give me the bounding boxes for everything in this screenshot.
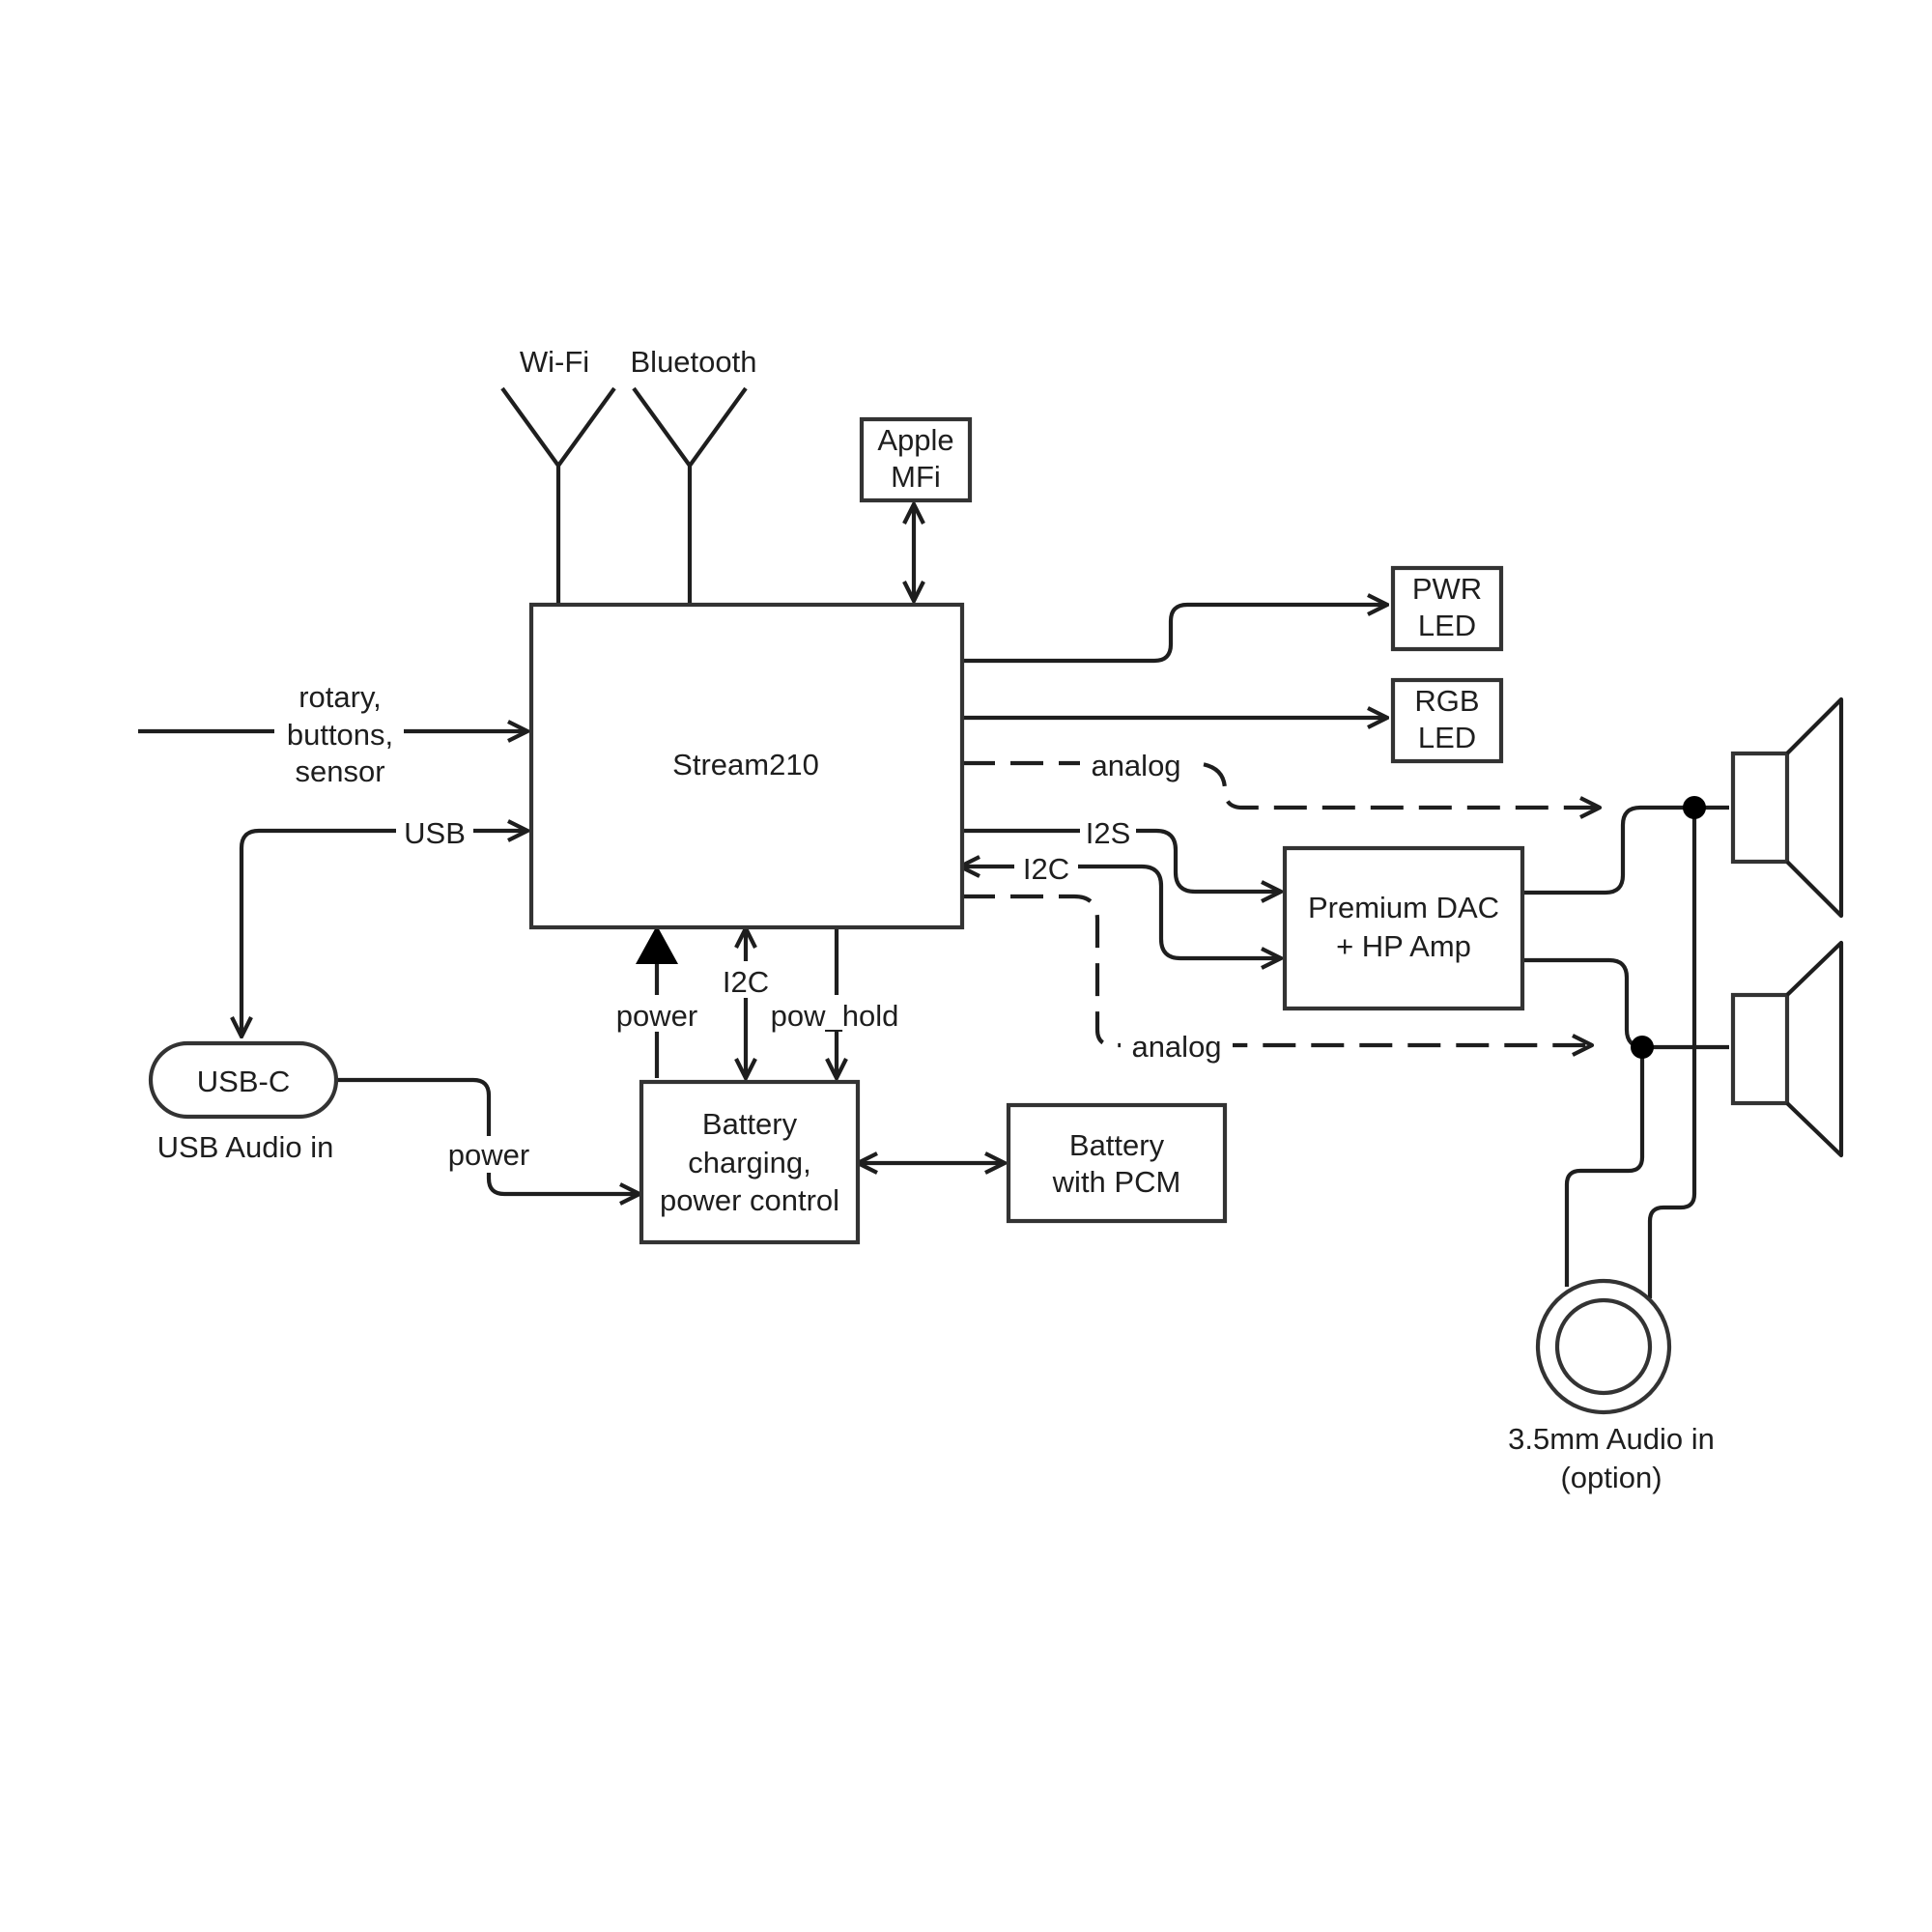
battery-control-label-line1: Battery: [702, 1107, 798, 1141]
audio-jack-icon: [1535, 1278, 1672, 1415]
pwr-led-label-line2: LED: [1418, 609, 1476, 642]
usb-signal-label: USB: [404, 816, 466, 850]
wifi-antenna-icon: [500, 386, 616, 603]
apple-mfi-label-line1: Apple: [877, 423, 953, 457]
wifi-label: Wi-Fi: [520, 345, 589, 379]
usb-power-label: power: [448, 1138, 529, 1172]
power-up-label: power: [616, 999, 697, 1033]
apple-mfi-label-line2: MFi: [891, 460, 941, 494]
usb-c-connector: USB-C: [148, 1040, 339, 1120]
dac-to-speaker-2-link: [1522, 957, 1729, 1050]
controls-label-line2: buttons,: [287, 718, 393, 752]
i2c-dac-label: I2C: [1023, 852, 1069, 886]
analog-bottom-link: [962, 894, 1592, 1048]
junction-dot: [1631, 1036, 1654, 1059]
jack-wire-1: [1647, 808, 1697, 1298]
controls-label-line3: sensor: [295, 754, 384, 788]
analog-bottom-label: analog: [1131, 1030, 1221, 1064]
i2c-dac-link: [960, 867, 1281, 958]
stream210-block: Stream210: [528, 602, 965, 930]
battery-control-block: Battery charging, power control: [639, 1079, 861, 1245]
analog-top-arrowhead: [1579, 796, 1603, 819]
analog-top-link: [962, 760, 1599, 810]
usb-link: [242, 831, 527, 1037]
rgb-led-label-line2: LED: [1418, 721, 1476, 754]
rgb-led-label-line1: RGB: [1414, 684, 1479, 718]
controls-label-line1: rotary,: [298, 680, 382, 714]
analog-bottom-arrowhead: [1572, 1034, 1595, 1057]
rgb-led-block: RGB LED: [1390, 677, 1504, 764]
usb-c-label: USB-C: [197, 1065, 290, 1098]
dac-label-line1: Premium DAC: [1308, 891, 1499, 924]
pwr-led-block: PWR LED: [1390, 565, 1504, 652]
usb-audio-caption: USB Audio in: [157, 1130, 334, 1164]
battery-pcm-label-line1: Battery: [1069, 1128, 1165, 1162]
jack-caption-line1: 3.5mm Audio in: [1508, 1422, 1715, 1456]
speaker-icon: [1730, 940, 1844, 1158]
i2c-batt-label: I2C: [723, 965, 769, 999]
dac-to-speaker-1-link: [1522, 805, 1729, 895]
bluetooth-label: Bluetooth: [631, 345, 757, 379]
analog-top-label: analog: [1091, 749, 1180, 782]
battery-control-label-line3: power control: [660, 1183, 839, 1217]
junction-dot: [1683, 796, 1706, 819]
battery-pcm-block: Battery with PCM: [1006, 1102, 1228, 1224]
stream210-label: Stream210: [672, 748, 819, 781]
pwr-led-label-line1: PWR: [1412, 572, 1482, 606]
dac-amp-block: Premium DAC + HP Amp: [1282, 845, 1525, 1011]
battery-pcm-label-line2: with PCM: [1052, 1165, 1181, 1199]
speaker-icon: [1730, 696, 1844, 919]
jack-wire-2: [1564, 1047, 1645, 1287]
i2s-label: I2S: [1086, 816, 1131, 850]
pow-hold-label: pow_hold: [771, 999, 899, 1033]
apple-mfi-block: Apple MFi: [859, 416, 973, 503]
bluetooth-antenna-icon: [632, 386, 748, 603]
pwr-led-link: [960, 605, 1387, 664]
jack-caption-line2: (option): [1560, 1461, 1662, 1494]
dac-label-line2: + HP Amp: [1336, 929, 1471, 963]
battery-control-label-line2: charging,: [688, 1146, 811, 1179]
